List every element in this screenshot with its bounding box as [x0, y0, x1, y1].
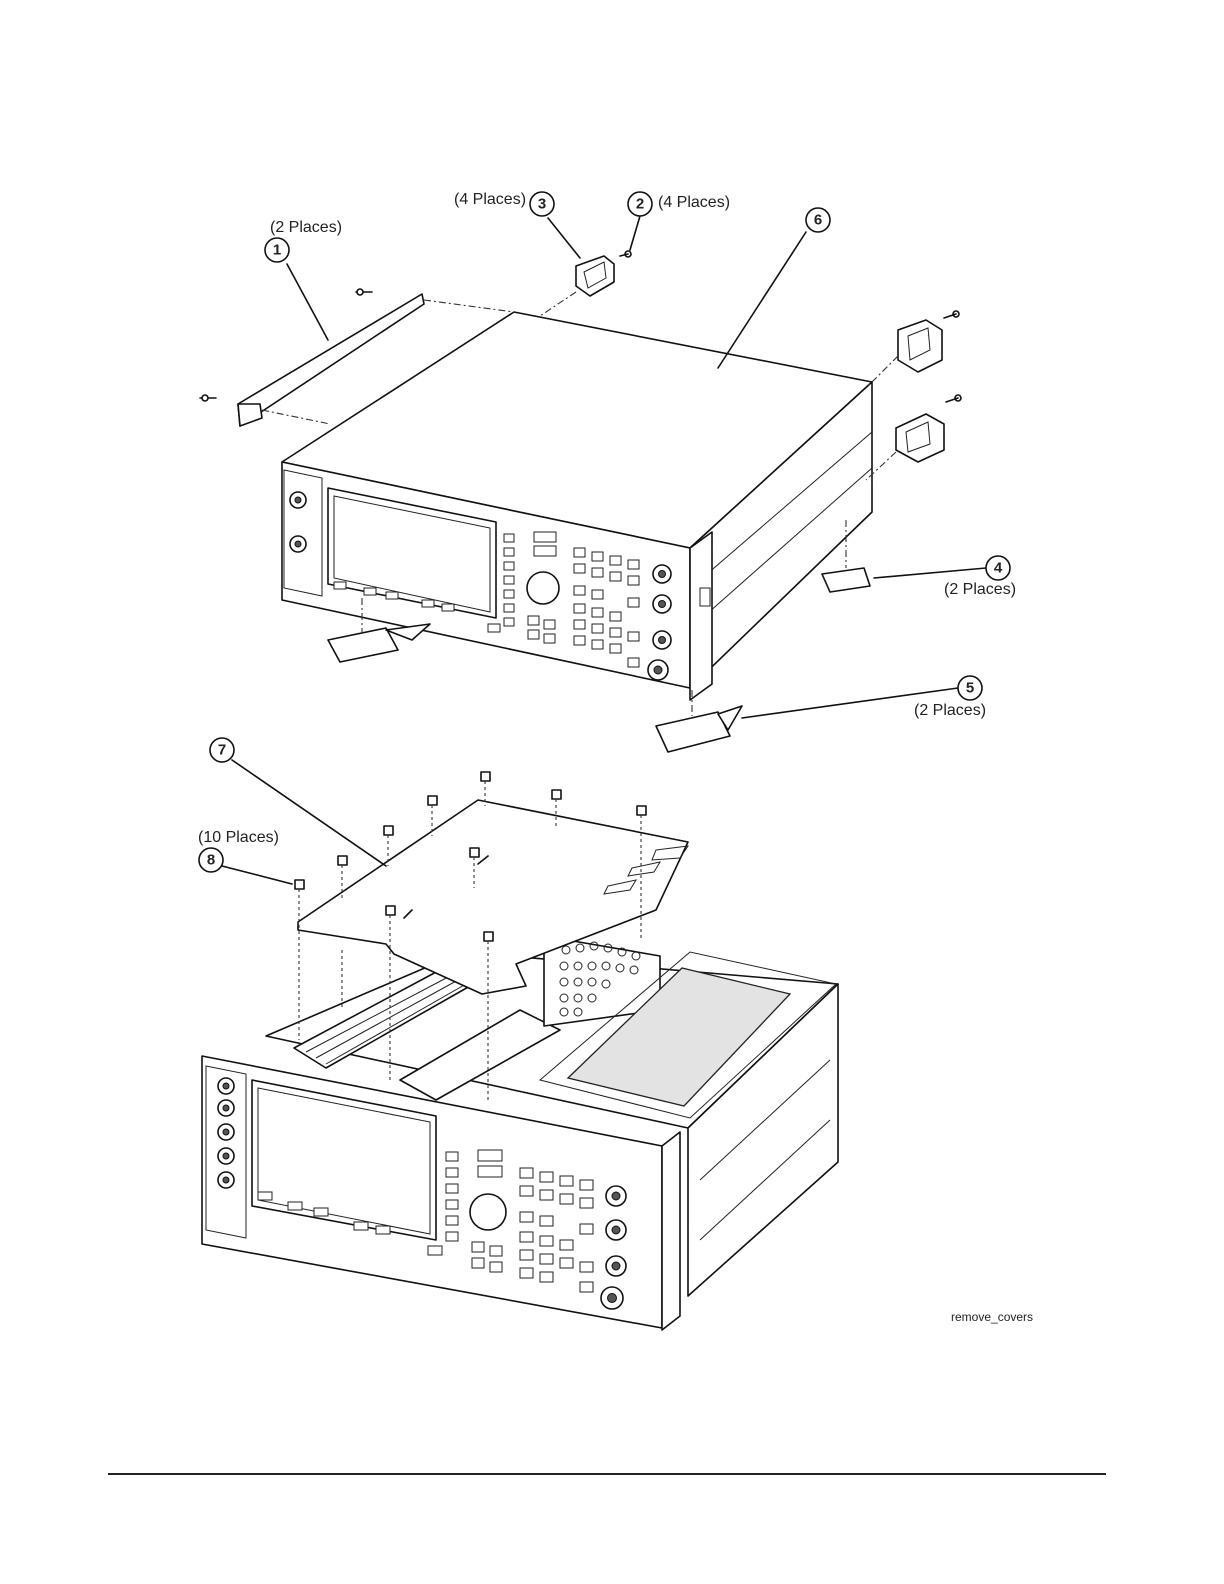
callout-places: (2 Places)	[944, 581, 1016, 598]
callout-places: (2 Places)	[914, 702, 986, 719]
callout-6: 6	[806, 208, 830, 232]
callout-places: (4 Places)	[454, 191, 526, 208]
instrument-chassis-open	[202, 936, 838, 1330]
callout-number: 4	[994, 560, 1003, 577]
callout-8: 8 (10 Places)	[198, 829, 279, 872]
callout-5: 5 (2 Places)	[914, 676, 986, 719]
callout-7: 7	[210, 738, 234, 762]
callout-number: 1	[273, 242, 281, 259]
callout-number: 3	[538, 196, 546, 213]
callout-places: (10 Places)	[198, 829, 279, 846]
bottom-foot	[328, 624, 430, 662]
bottom-foot	[656, 706, 742, 752]
strap-handle-bracket	[896, 414, 944, 462]
callout-places: (2 Places)	[270, 219, 342, 236]
callout-number: 8	[207, 852, 215, 869]
softkey-column	[504, 534, 514, 626]
rear-foot	[822, 568, 870, 592]
callout-number: 7	[218, 742, 226, 759]
strap-handle-bracket	[576, 256, 614, 296]
callout-3: 3 (4 Places)	[454, 191, 554, 216]
strap-handle-bracket	[898, 320, 942, 372]
callout-places: (4 Places)	[658, 194, 730, 211]
footer-rule	[108, 1473, 1106, 1475]
callout-2: 2 (4 Places)	[628, 192, 730, 216]
rotary-knob	[527, 572, 559, 604]
callout-number: 5	[966, 680, 974, 697]
figure-id-label: remove_covers	[951, 1310, 1033, 1324]
callout-4: 4 (2 Places)	[944, 556, 1016, 598]
callout-1: 1 (2 Places)	[265, 219, 342, 262]
callout-number: 2	[636, 196, 644, 213]
callout-number: 6	[814, 212, 822, 229]
